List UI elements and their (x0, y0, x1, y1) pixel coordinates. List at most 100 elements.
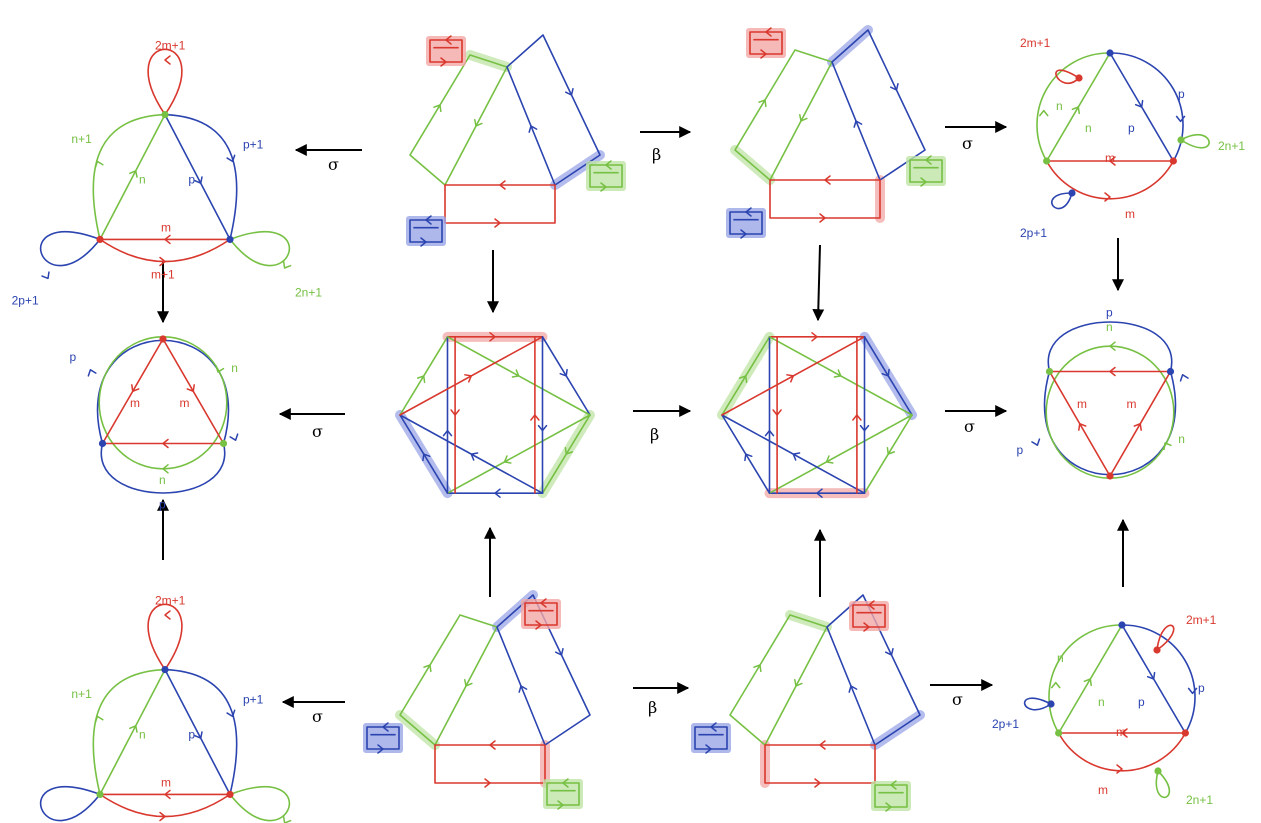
vertex (219, 439, 228, 448)
arrowhead (1031, 438, 1041, 446)
vertex (161, 111, 169, 119)
star-edge (768, 414, 913, 494)
arrowhead (1071, 106, 1080, 115)
vertex (1106, 472, 1114, 480)
arrowhead (786, 374, 794, 383)
vertex (1055, 729, 1063, 737)
arrow-down-col3 (812, 244, 825, 322)
arrowhead (738, 375, 748, 384)
red-band (769, 179, 881, 219)
arrowhead (450, 409, 460, 416)
label-m2: 2m+1 (1186, 613, 1217, 627)
arrowhead (600, 182, 607, 192)
arrowhead (819, 213, 826, 223)
red-band (444, 184, 556, 224)
blue-band (831, 29, 926, 181)
arrowhead (433, 104, 442, 113)
label-p: p (1106, 306, 1113, 320)
small-rectangle (729, 211, 763, 235)
small-loop (1155, 770, 1171, 799)
inner-loop-n (98, 335, 228, 470)
green-band (409, 54, 508, 186)
arrowhead (758, 99, 767, 108)
arrowhead (282, 815, 292, 823)
arrowhead (131, 384, 140, 392)
label-p: p (1178, 87, 1185, 101)
hexagram-mid-right (717, 331, 917, 499)
arrowhead (833, 369, 842, 378)
beta-label-mid: β (650, 425, 659, 444)
arrowhead (503, 455, 512, 464)
label-p: p (159, 498, 166, 512)
arrowhead (564, 88, 574, 96)
arrowhead (1179, 374, 1189, 382)
sigma-label-mid-right: σ (964, 417, 975, 436)
arrowhead (605, 160, 612, 170)
arrowhead (868, 600, 875, 610)
arrowhead (920, 177, 927, 187)
arrowhead (825, 455, 834, 464)
vertex (96, 790, 104, 799)
arrowhead (744, 453, 753, 462)
label-p2: 2p+1 (12, 293, 39, 307)
arrowhead (1039, 109, 1049, 117)
edge-p (164, 668, 231, 796)
edge-p1 (164, 113, 238, 241)
arrowhead (470, 452, 479, 461)
arrowhead (1116, 764, 1123, 774)
green-band (729, 614, 828, 746)
vertex (1045, 367, 1054, 376)
label-m: m (161, 776, 171, 790)
arrowhead (535, 620, 542, 630)
red-band (764, 744, 876, 784)
loop-2p1 (39, 231, 101, 267)
label-p: p (70, 350, 77, 364)
arrowhead (889, 83, 899, 91)
arrowhead (1109, 366, 1116, 377)
label-n: n (159, 473, 166, 487)
arrowhead (1104, 192, 1111, 202)
loop-box-highlight (586, 161, 626, 191)
arrowhead (511, 369, 520, 378)
arrowhead (162, 464, 169, 474)
edge-n1 (92, 668, 166, 796)
loop-2n1 (229, 786, 291, 822)
rectangle-diagram-bottom-right (691, 594, 925, 812)
rectangle-diagram-bottom-left (363, 590, 591, 810)
operator-arrows: σ β σ σ β σ σ β σ (278, 121, 1008, 726)
arrowhead (540, 598, 547, 608)
arrowhead (1146, 671, 1156, 680)
outer-loop-p (96, 339, 230, 494)
arrowhead (764, 429, 775, 437)
arrowhead (226, 709, 236, 718)
label-m2: 2m+1 (155, 594, 186, 608)
loop-2m1 (147, 603, 183, 671)
small-loop (1156, 624, 1175, 651)
sigma-label-top-right: σ (962, 134, 973, 153)
arrowhead (164, 234, 171, 245)
arrowhead (559, 368, 568, 377)
vertex (1106, 49, 1114, 57)
label-n2: 2n+1 (1218, 139, 1245, 153)
arrowhead (445, 35, 452, 45)
rectangle-diagram-top-right (726, 25, 946, 239)
label-n: n (1098, 695, 1105, 709)
arrowhead (382, 722, 389, 732)
small-rectangle (409, 219, 443, 243)
label-n: n (139, 728, 146, 742)
small-loop (1180, 133, 1210, 149)
small-rectangle (589, 164, 623, 188)
arrowhead (1083, 678, 1092, 687)
arrowhead (863, 622, 870, 632)
arrowhead (794, 678, 803, 687)
loop-box-highlight (746, 28, 786, 58)
label-n: n (231, 361, 238, 375)
label-p2: 2p+1 (1020, 226, 1047, 240)
small-rectangle (366, 726, 400, 750)
vertex (159, 335, 167, 343)
vertex (1177, 136, 1185, 144)
arrowhead (816, 488, 823, 498)
